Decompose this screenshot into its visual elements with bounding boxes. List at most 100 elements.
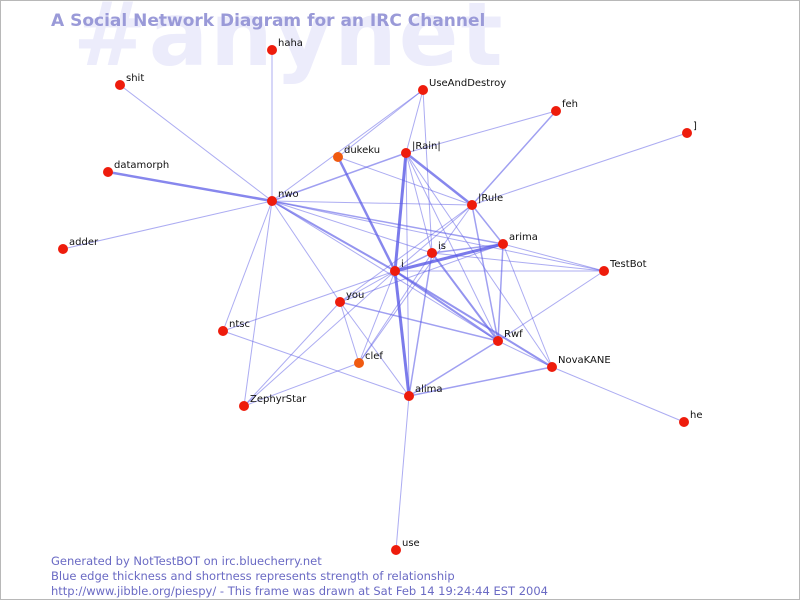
- footer-generated-by: Generated by NotTestBOT on irc.bluecherr…: [51, 554, 322, 568]
- node-dot: [493, 336, 503, 346]
- edge-rain-i: [393, 152, 408, 272]
- edge-arima-is: [431, 243, 504, 254]
- node-label: shit: [126, 73, 144, 84]
- edge-rwf-alima: [408, 340, 499, 397]
- node-rain: |Rain|: [401, 141, 441, 158]
- footer: Generated by NotTestBOT on irc.bluecherr…: [51, 554, 548, 599]
- node-label: nwo: [278, 189, 299, 200]
- footer-source-link[interactable]: http://www.jibble.org/piespy/ - This fra…: [51, 584, 548, 598]
- node-dot: [682, 128, 692, 138]
- node-dot: [239, 401, 249, 411]
- edge-arima-i: [394, 242, 504, 273]
- node-dot: [333, 152, 343, 162]
- node-dot: [267, 196, 277, 206]
- edge-alima-use: [395, 395, 410, 551]
- edge-you-zephyrstar: [243, 301, 341, 407]
- edge-rule-arima: [471, 204, 504, 245]
- edge-nwo-zephyrstar: [243, 200, 273, 407]
- edge-nwo-i: [271, 200, 396, 272]
- node-dot: [679, 417, 689, 427]
- edge-dukeku-rule: [337, 156, 473, 206]
- edge-testbot-rwf: [497, 270, 605, 342]
- edge-rule-feh: [471, 110, 557, 206]
- node-shit: shit: [115, 73, 144, 90]
- node-dot: [547, 362, 557, 372]
- node-label: arima: [509, 232, 538, 243]
- edge-nwo-datamorph: [107, 170, 273, 203]
- edge-rain-useanddestroy: [405, 89, 424, 154]
- node-label: clef: [365, 351, 383, 362]
- node-dot: [418, 85, 428, 95]
- edge-nwo-useanddestroy: [271, 89, 424, 202]
- edge-novakane-alima: [408, 366, 553, 397]
- node-use: use: [391, 538, 420, 555]
- node-label: feh: [562, 99, 578, 110]
- edge-novakane-he: [551, 366, 685, 423]
- node-dot: [551, 106, 561, 116]
- node-label: i: [401, 259, 404, 270]
- node-dot: [267, 45, 277, 55]
- diagram-title: A Social Network Diagram for an IRC Chan…: [51, 11, 486, 31]
- node-you: you: [335, 290, 364, 307]
- edge-arima-novakane: [502, 243, 553, 368]
- edge-i-you: [339, 270, 396, 303]
- edge-ntsc-alima: [222, 330, 410, 397]
- channel-watermark: #anynet: [73, 0, 505, 86]
- edge-you-clef: [339, 301, 360, 364]
- node-dot: [391, 545, 401, 555]
- edge-is-i: [394, 252, 433, 272]
- edge-rule-you: [339, 204, 473, 303]
- node-he: he: [679, 410, 703, 427]
- edge-nwo-adder: [62, 200, 273, 250]
- node-i: i: [390, 259, 404, 276]
- node-dot: [401, 148, 411, 158]
- node-bracket: ]: [682, 121, 697, 138]
- node-label: dukeku: [344, 145, 380, 156]
- node-haha: haha: [267, 38, 303, 55]
- node-label: Rwf: [504, 329, 523, 340]
- edge-nwo-arima: [271, 200, 504, 245]
- node-feh: feh: [551, 99, 578, 116]
- node-dot: [335, 297, 345, 307]
- node-dot: [58, 244, 68, 254]
- node-label: ntsc: [229, 319, 250, 330]
- node-label: ]: [693, 121, 697, 132]
- edge-dukeku-i: [336, 156, 397, 272]
- node-clef: clef: [354, 351, 383, 368]
- edge-rain-novakane: [405, 152, 553, 368]
- edge-useanddestroy-is: [422, 89, 433, 254]
- node-label: |Rain|: [412, 141, 441, 152]
- edge-nwo-testbot: [271, 200, 605, 272]
- node-label: datamorph: [114, 160, 169, 171]
- node-label: adder: [69, 237, 99, 248]
- node-label: is: [438, 241, 446, 252]
- edge-nwo-rain: [271, 152, 407, 202]
- node-dot: [390, 266, 400, 276]
- node-dot: [404, 391, 414, 401]
- nodes-layer: haha shit UseAndDestroy feh] dukeku |Rain| dat…: [58, 38, 703, 555]
- edge-is-testbot: [431, 252, 605, 272]
- node-rule: |Rule: [467, 193, 503, 210]
- node-arima: arima: [498, 232, 538, 249]
- node-testbot: TestBot: [599, 259, 647, 276]
- node-label: you: [346, 290, 364, 301]
- edge-i-ntsc: [222, 270, 396, 332]
- footer-legend-note: Blue edge thickness and shortness repres…: [51, 569, 455, 583]
- edge-i-zephyrstar: [243, 270, 396, 407]
- edge-arima-you: [339, 243, 504, 303]
- edge-nwo-rwf: [271, 200, 499, 342]
- edge-you-alima: [339, 301, 410, 397]
- edge-nwo-shit: [119, 84, 273, 202]
- edge-you-rwf: [339, 301, 499, 342]
- node-dot: [498, 239, 508, 249]
- edge-arima-rwf: [497, 243, 504, 342]
- edge-rwf-novakane: [497, 340, 553, 368]
- node-dukeku: dukeku: [333, 145, 380, 162]
- edge-rule-bracket: [471, 132, 688, 206]
- edge-nwo-rule: [271, 200, 473, 206]
- node-datamorph: datamorph: [103, 160, 169, 177]
- node-label: UseAndDestroy: [429, 78, 506, 89]
- edge-dukeku-useanddestroy: [337, 89, 424, 158]
- node-dot: [427, 248, 437, 258]
- node-dot: [115, 80, 125, 90]
